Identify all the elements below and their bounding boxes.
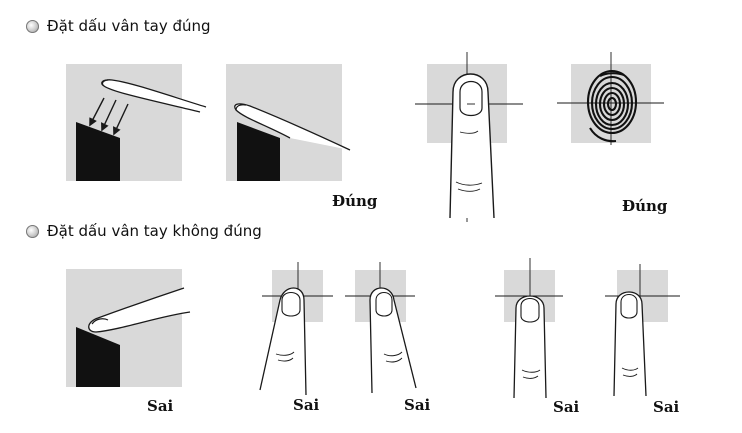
arrow-icon bbox=[89, 97, 129, 136]
correct-front-view bbox=[415, 52, 523, 222]
fingerprint-icon bbox=[586, 69, 638, 143]
caption-correct-center: Đúng bbox=[622, 197, 668, 215]
sensor-block bbox=[76, 122, 120, 181]
caption-wrong-2: Sai bbox=[293, 396, 320, 414]
caption-correct-side: Đúng bbox=[332, 192, 378, 210]
finger-icon bbox=[513, 295, 547, 399]
section-incorrect-heading: Đặt dấu vân tay không đúng bbox=[26, 222, 262, 240]
wrong-tilted-right bbox=[345, 262, 417, 394]
section-correct-heading: Đặt dấu vân tay đúng bbox=[26, 17, 211, 35]
section-correct-title: Đặt dấu vân tay đúng bbox=[47, 17, 211, 35]
correct-side-view-1 bbox=[66, 64, 207, 181]
caption-wrong-3: Sai bbox=[404, 396, 431, 414]
bullet-icon bbox=[26, 19, 39, 33]
finger-icon bbox=[613, 291, 647, 397]
wrong-side-view bbox=[66, 269, 191, 387]
caption-wrong-5: Sai bbox=[653, 398, 680, 416]
wrong-too-high bbox=[605, 264, 680, 397]
finger-icon bbox=[88, 287, 191, 333]
sensor-block bbox=[237, 122, 280, 181]
fingerprint-view bbox=[557, 52, 664, 145]
finger-icon bbox=[101, 79, 207, 113]
wrong-too-low bbox=[495, 258, 563, 399]
caption-wrong-1: Sai bbox=[147, 397, 174, 415]
bullet-icon bbox=[26, 224, 39, 238]
correct-side-view-2 bbox=[226, 64, 351, 181]
finger-icon bbox=[234, 103, 351, 151]
caption-wrong-4: Sai bbox=[553, 398, 580, 416]
sensor-block bbox=[76, 327, 120, 387]
section-incorrect-title: Đặt dấu vân tay không đúng bbox=[47, 222, 262, 240]
wrong-tilted-left bbox=[259, 262, 333, 396]
